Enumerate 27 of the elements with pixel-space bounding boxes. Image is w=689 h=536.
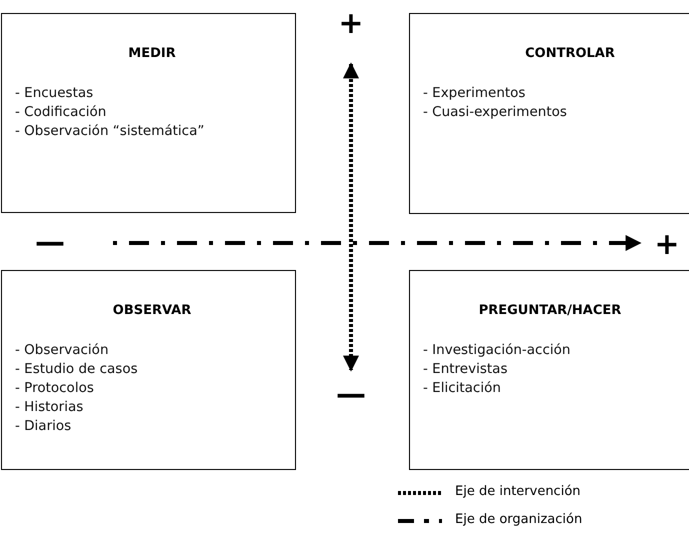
list-item: - Experimentos <box>423 84 526 103</box>
quadrant-box <box>1 270 296 470</box>
quadrant-heading: OBSERVAR <box>112 303 192 318</box>
list-item: - Cuasi-experimentos <box>423 103 567 122</box>
axis-sign: + <box>654 230 680 260</box>
axis-sign: — <box>35 228 65 258</box>
list-item: - Observación <box>15 341 108 360</box>
quadrant-heading: PREGUNTAR/HACER <box>478 303 622 318</box>
list-item: - Protocolos <box>15 379 94 398</box>
quadrant-heading: MEDIR <box>128 46 176 61</box>
list-item: - Historias <box>15 398 84 417</box>
legend-label: Eje de organización <box>455 512 582 527</box>
axis-sign: — <box>336 380 366 410</box>
list-item: - Elicitación <box>423 379 501 398</box>
list-item: - Observación “sistemática” <box>15 122 204 141</box>
list-item: - Entrevistas <box>423 360 508 379</box>
list-item: - Estudio de casos <box>15 360 138 379</box>
legend-label: Eje de intervención <box>455 484 581 499</box>
list-item: - Investigación-acción <box>423 341 570 360</box>
quadrant-box <box>1 13 296 213</box>
list-item: - Encuestas <box>15 84 94 103</box>
list-item: - Diarios <box>15 417 72 436</box>
quadrant-box <box>409 13 689 214</box>
quadrant-box <box>409 270 689 470</box>
quadrant-heading: CONTROLAR <box>525 46 615 61</box>
list-item: - Codificación <box>15 103 106 122</box>
axis-sign: + <box>338 9 364 39</box>
